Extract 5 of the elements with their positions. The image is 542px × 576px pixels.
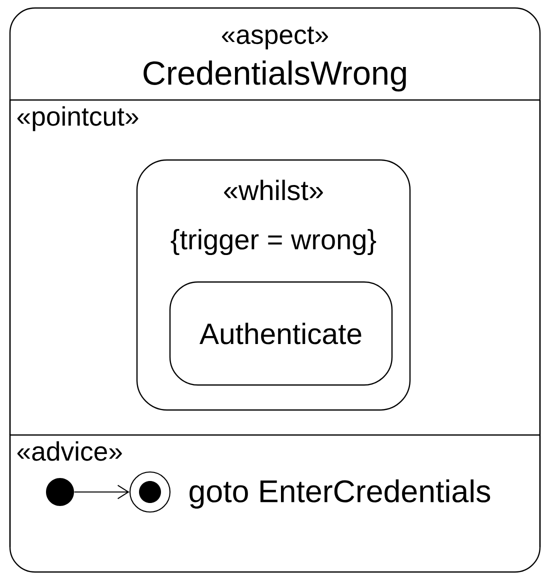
- arrow: [74, 484, 130, 500]
- initial-state: [46, 478, 74, 506]
- state-label: goto EnterCredentials: [190, 479, 490, 509]
- final-state: [129, 471, 171, 513]
- state-box: Authenticate: [169, 281, 393, 386]
